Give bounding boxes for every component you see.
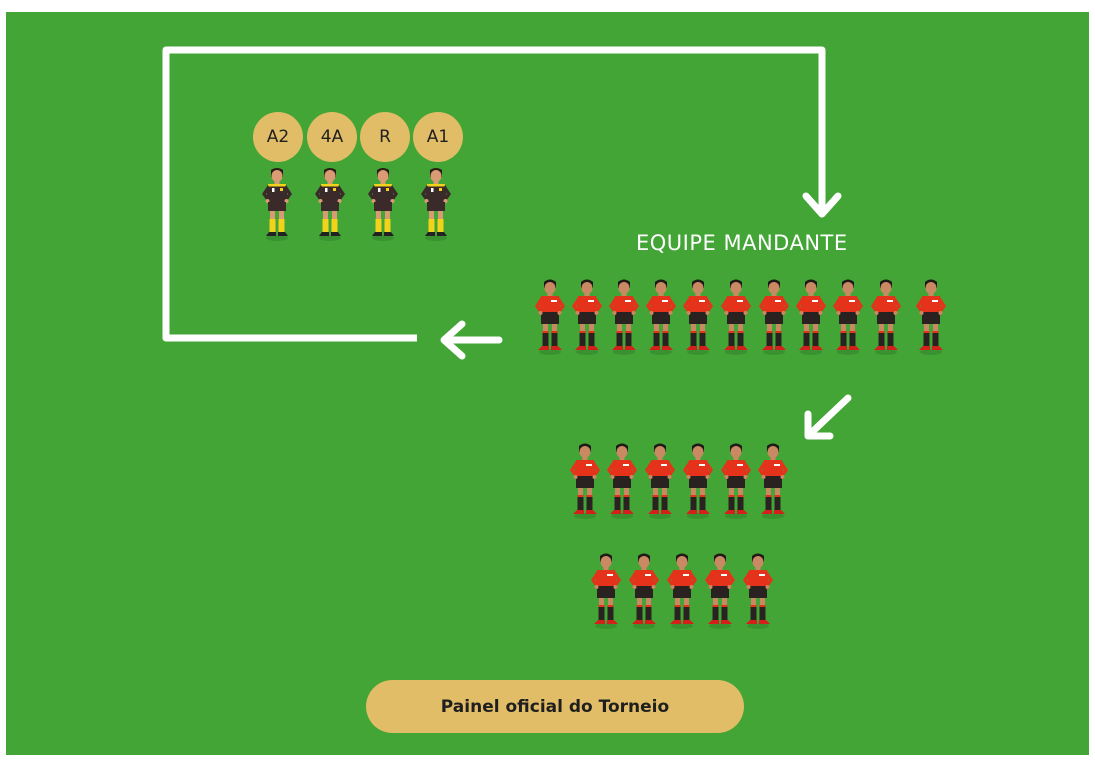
referee-figure: [368, 168, 398, 241]
referee-badge-a2: A2: [253, 112, 303, 162]
player-figure: [570, 443, 600, 519]
player-figure: [683, 279, 713, 355]
referee-group: [262, 168, 451, 241]
referee-badge-a1: A1: [413, 112, 463, 162]
player-figure: [535, 279, 565, 355]
referee-figure: [315, 168, 345, 241]
player-figure: [721, 279, 751, 355]
official-panel-button[interactable]: Painel oficial do Torneio: [366, 680, 744, 733]
player-figure: [759, 279, 789, 355]
referee-badge-4a: 4A: [307, 112, 357, 162]
player-figure: [645, 443, 675, 519]
player-figure: [572, 279, 602, 355]
walk-path-line: [162, 46, 826, 342]
referee-figure: [421, 168, 451, 241]
team-label: EQUIPE MANDANTE: [636, 231, 848, 255]
substitutes-row-1: [570, 443, 788, 519]
player-figure: [871, 279, 901, 355]
player-figure: [705, 553, 735, 629]
player-figure: [646, 279, 676, 355]
player-figure: [758, 443, 788, 519]
player-figure: [609, 279, 639, 355]
player-figure: [721, 443, 751, 519]
player-figure: [833, 279, 863, 355]
arrow-down-icon: [802, 192, 842, 218]
player-figure: [916, 279, 946, 355]
referee-badge-r: R: [360, 112, 410, 162]
player-figure: [607, 443, 637, 519]
starting-players-row: [535, 279, 946, 355]
player-figure: [667, 553, 697, 629]
player-figure: [629, 553, 659, 629]
referee-figure: [262, 168, 292, 241]
player-figure: [591, 553, 621, 629]
arrow-down-left-icon: [804, 394, 852, 440]
pitch-background: [6, 12, 1089, 755]
arrow-left-icon: [440, 320, 503, 360]
player-figure: [743, 553, 773, 629]
player-figure: [683, 443, 713, 519]
substitutes-row-2: [591, 553, 773, 629]
player-figure: [796, 279, 826, 355]
